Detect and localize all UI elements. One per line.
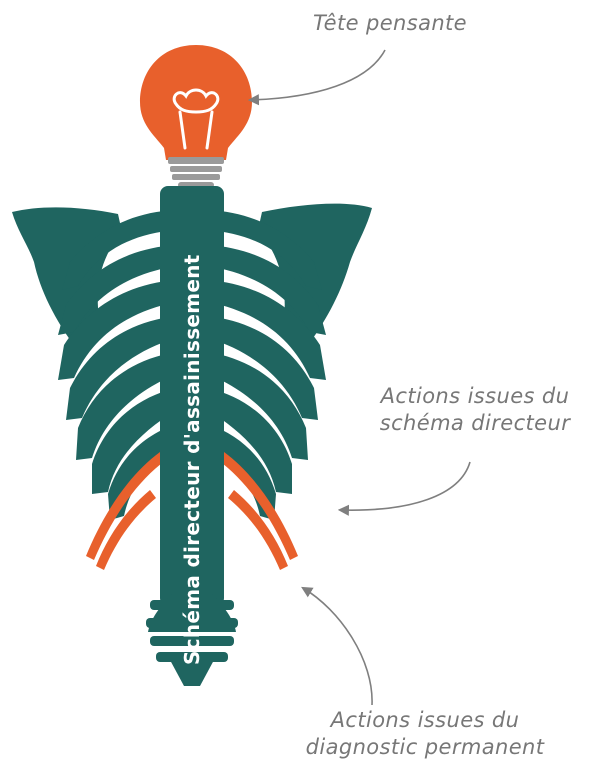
schema-directeur-annotation: Actions issues du schéma directeur [350, 383, 597, 437]
head-annotation-text: Tête pensante [313, 11, 467, 35]
schema-annotation-line1: Actions issues du [350, 383, 597, 410]
schema-annotation-line2: schéma directeur [350, 410, 597, 437]
light-bulb-icon [140, 45, 252, 188]
diagnostic-annotation: Actions issues du diagnostic permanent [255, 707, 595, 761]
arrow-schema-directeur [340, 462, 470, 510]
arrow-head [250, 50, 385, 100]
arrow-diagnostic [303, 588, 372, 705]
spine-label: Schéma directeur d'assainissement [180, 254, 204, 665]
diagnostic-annotation-line1: Actions issues du [255, 707, 595, 734]
head-annotation: Tête pensante [270, 10, 510, 37]
diagnostic-annotation-line2: diagnostic permanent [255, 734, 595, 761]
